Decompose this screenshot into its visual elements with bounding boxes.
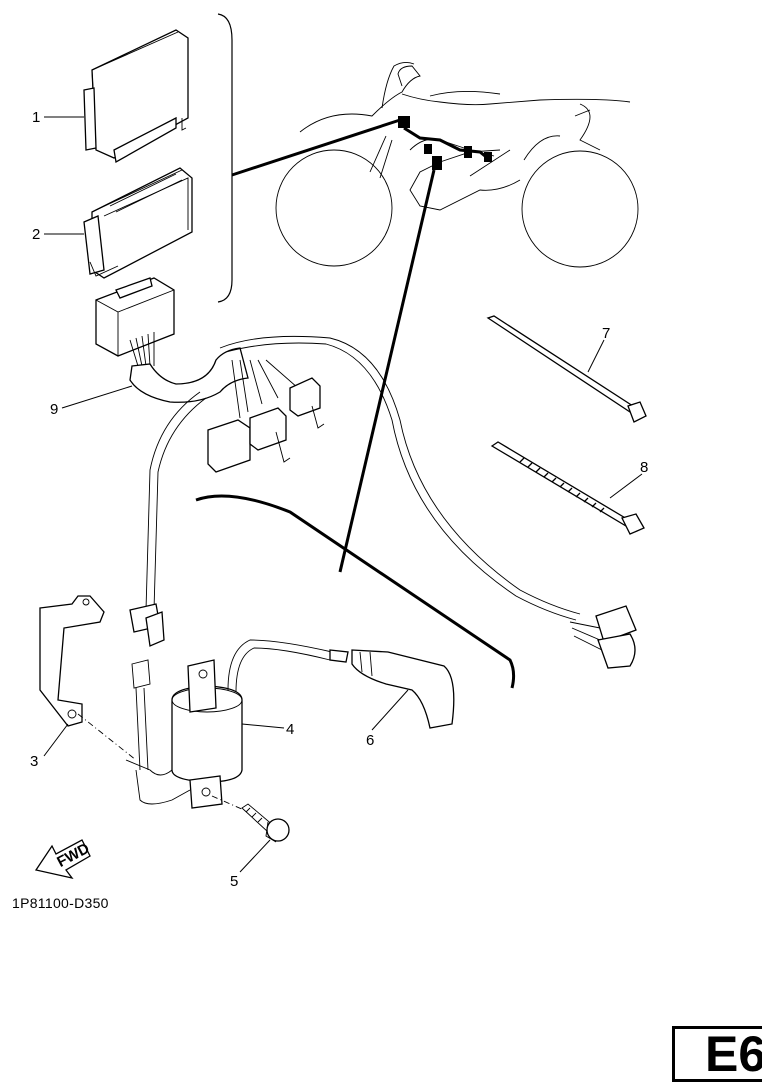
cable-tie-7[interactable] [486, 315, 647, 423]
leader-5 [239, 839, 271, 873]
motorcycle-silhouette [275, 61, 639, 268]
callout-7: 7 [602, 325, 610, 342]
callout-3: 3 [30, 753, 38, 770]
relay-unit[interactable] [83, 167, 193, 279]
leader-4 [241, 723, 285, 729]
callout-5: 5 [230, 873, 238, 890]
leader-8 [609, 473, 643, 499]
leader-bolt-axis [77, 713, 137, 761]
cable-tie-8[interactable] [490, 441, 645, 535]
callout-1: 1 [32, 109, 40, 126]
callout-2: 2 [32, 226, 40, 243]
cdi-unit[interactable] [83, 29, 189, 164]
spark-plug-cap[interactable] [351, 649, 455, 729]
leader-harness [338, 169, 436, 573]
page-label: E6 [705, 1026, 762, 1082]
leader-3 [43, 723, 69, 757]
ignition-coil[interactable] [125, 639, 349, 809]
mounting-bracket[interactable] [39, 595, 105, 727]
page-label-box [672, 1026, 762, 1082]
flange-bolt[interactable] [241, 803, 290, 843]
leader-7 [587, 339, 605, 373]
leader-bracket-to-bike [231, 118, 401, 177]
leader-9 [61, 385, 133, 409]
fwd-arrow-icon: FWD [34, 839, 93, 880]
callout-6: 6 [366, 732, 374, 749]
leader-6 [371, 689, 409, 731]
wire-harness[interactable] [95, 277, 637, 669]
callout-8: 8 [640, 459, 648, 476]
group-bracket [217, 13, 233, 303]
callout-4: 4 [286, 721, 294, 738]
group-arc [195, 494, 516, 689]
figure-code: 1P81100-D350 [12, 895, 109, 911]
callout-9: 9 [50, 401, 58, 418]
leader-coil-to-bolt [211, 795, 245, 811]
harness-location-marker [398, 116, 492, 170]
